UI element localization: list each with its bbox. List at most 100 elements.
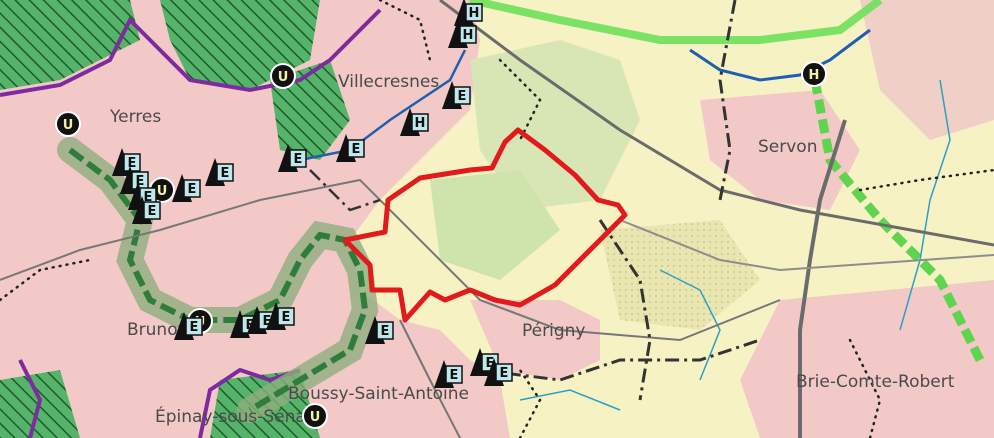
symbol-triangle-e-13[interactable]: E — [112, 148, 141, 176]
symbol-box — [123, 153, 141, 172]
stream-center — [659, 269, 721, 381]
symbol-triangle-e-20[interactable]: E — [266, 302, 295, 330]
stream-south — [519, 389, 621, 411]
symbol-box — [453, 86, 471, 105]
symbol-triangle-e-25[interactable]: E — [484, 358, 513, 386]
symbol-letter: U — [157, 184, 168, 199]
symbol-triangle-e-22[interactable]: E — [365, 316, 394, 344]
commune-boundary-1 — [598, 219, 652, 401]
road-east-band — [619, 219, 994, 272]
symbol-triangle-e-23[interactable]: E — [434, 360, 463, 388]
symbol-letter: U — [310, 410, 321, 425]
road-west — [0, 178, 781, 342]
purple-boundary-north — [0, 8, 382, 97]
commune-boundary-2 — [479, 338, 761, 382]
symbol-letter: E — [188, 182, 197, 197]
symbol-box — [289, 149, 307, 168]
symbol-circle-h-2[interactable]: H — [801, 61, 827, 87]
symbol-box — [411, 113, 429, 132]
symbol-letter: E — [352, 142, 361, 157]
symbol-letter: U — [63, 118, 74, 133]
symbol-triangle-e-11[interactable]: E — [278, 144, 307, 172]
symbol-letter: E — [381, 324, 390, 339]
dotted-boundary-4 — [518, 368, 542, 438]
dotted-boundary-2 — [378, 0, 432, 62]
symbol-letter: E — [148, 204, 157, 219]
symbol-box — [183, 179, 201, 198]
symbol-letter: E — [246, 318, 255, 333]
map-symbols-layer: UUHUUUHHEHEEEEEEEEEEEEEEEE — [55, 0, 827, 429]
forest-zone-nw — [0, 0, 140, 90]
symbol-letter: E — [294, 152, 303, 167]
stream-east — [899, 79, 951, 331]
place-label-perigny: Périgny — [522, 321, 585, 341]
symbol-letter: H — [463, 28, 474, 43]
symbol-letter: E — [458, 89, 467, 104]
place-label-epinay: Épinay-sous-Sénart — [155, 405, 320, 427]
symbol-box — [376, 321, 394, 340]
symbol-box — [277, 307, 295, 326]
place-label-yerres: Yerres — [109, 107, 161, 127]
road-south — [399, 319, 461, 438]
place-label-villecresnes: Villecresnes — [338, 72, 439, 92]
symbol-triangle-e-17[interactable]: E — [172, 174, 201, 202]
symbol-triangle-e-21[interactable]: E — [174, 312, 203, 340]
symbol-triangle-h-9[interactable]: H — [400, 108, 429, 136]
place-label-servon: Servon — [758, 137, 817, 157]
symbol-triangle-h-7[interactable]: H — [448, 20, 477, 48]
dotted-boundary-5 — [858, 168, 994, 192]
purple-boundary-south — [18, 359, 301, 438]
symbol-triangle-e-14[interactable]: E — [120, 166, 149, 194]
symbol-box — [459, 25, 477, 44]
symbol-triangle-e-10[interactable]: E — [336, 134, 365, 162]
symbol-letter: H — [415, 116, 426, 131]
urban-zone-east — [860, 0, 994, 140]
symbol-letter: E — [450, 368, 459, 383]
place-label-brunoy: Brunoy — [127, 320, 188, 340]
agri-patch-2 — [430, 170, 560, 280]
symbol-letter: E — [486, 356, 495, 371]
place-label-boussy: Boussy-Saint-Antoine — [288, 384, 469, 404]
symbol-letter: E — [128, 156, 137, 171]
road-highway — [798, 119, 847, 438]
dotted-boundary-1 — [0, 258, 92, 302]
agri-patch-1 — [470, 40, 640, 210]
symbol-letter: E — [263, 314, 272, 329]
symbol-box — [216, 163, 234, 182]
green-corridor-bright-north — [469, 0, 883, 44]
symbol-disc — [801, 61, 827, 87]
symbol-box — [495, 363, 513, 382]
symbol-circle-u-5[interactable]: U — [302, 403, 328, 429]
symbol-letter: E — [136, 174, 145, 189]
symbol-letter: H — [809, 68, 820, 83]
symbol-letter: E — [500, 366, 509, 381]
urban-zone-perigny — [470, 300, 600, 380]
symbol-circle-u-0[interactable]: U — [55, 111, 81, 137]
green-corridor-dark — [68, 147, 369, 413]
symbol-letter: E — [190, 320, 199, 335]
symbol-box — [143, 201, 161, 220]
symbol-triangle-e-8[interactable]: E — [442, 81, 471, 109]
symbol-triangle-e-12[interactable]: E — [205, 158, 234, 186]
symbol-letter: H — [469, 6, 480, 21]
dotted-boundary-3 — [498, 58, 542, 142]
agri-patch-3 — [600, 220, 760, 330]
symbol-box — [465, 3, 483, 22]
symbol-letter: E — [144, 190, 153, 205]
symbol-circle-u-1[interactable]: U — [270, 63, 296, 89]
dotted-boundary-6 — [848, 338, 882, 438]
symbol-triangle-h-6[interactable]: H — [454, 0, 483, 26]
study-area-perimeter[interactable] — [342, 127, 628, 323]
symbol-disc — [55, 111, 81, 137]
river-north — [689, 28, 871, 82]
symbol-disc — [270, 63, 296, 89]
symbol-letter: U — [278, 70, 289, 85]
symbol-box — [347, 139, 365, 158]
symbol-disc — [302, 403, 328, 429]
symbol-letter: E — [282, 310, 291, 325]
symbol-letter: E — [221, 166, 230, 181]
symbol-triangle-e-16[interactable]: E — [132, 196, 161, 224]
symbol-box — [445, 365, 463, 384]
